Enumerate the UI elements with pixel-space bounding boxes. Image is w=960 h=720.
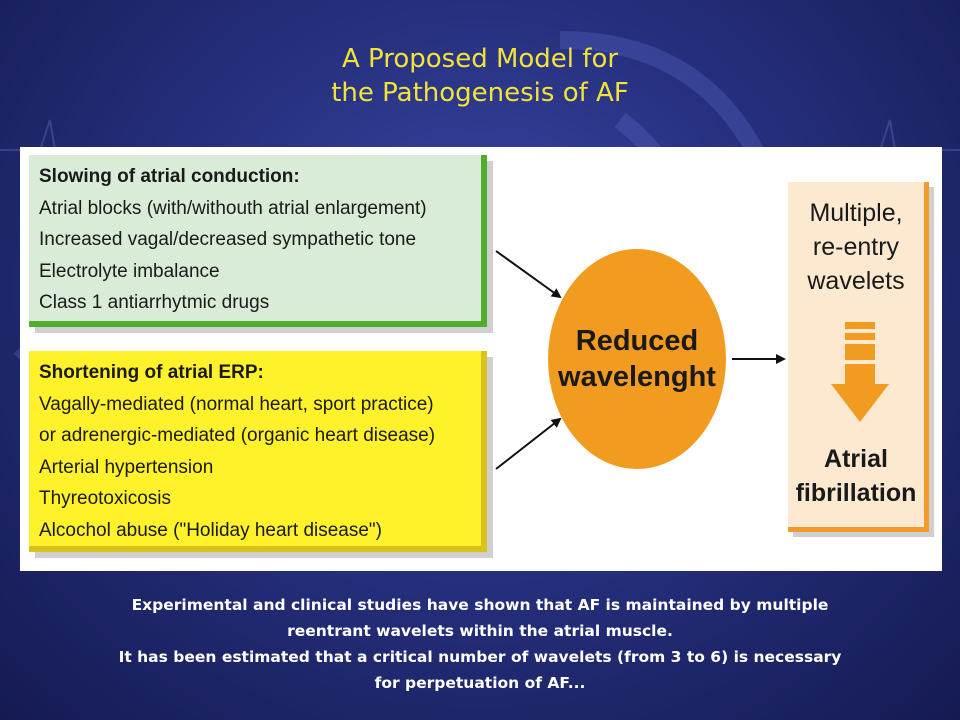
slowing-conduction-heading: Slowing of atrial conduction:	[39, 166, 300, 187]
center-line-1: Reduced	[575, 325, 699, 357]
outcome-box: Multiple, re-entry wavelets Atrial fibri…	[788, 182, 929, 532]
center-line-2: wavelenght	[558, 361, 716, 393]
outcome-bottom-text: Atrial fibrillation	[788, 442, 924, 510]
title-line-1: A Proposed Model for	[341, 44, 619, 74]
slowing-conduction-box: Slowing of atrial conduction: Atrial blo…	[29, 155, 487, 327]
slowing-item: Atrial blocks (with/withouth atrial enla…	[39, 197, 427, 219]
shortening-item: Vagally-mediated (normal heart, sport pr…	[39, 393, 434, 415]
slowing-item: Class 1 antiarrhytmic drugs	[39, 292, 270, 313]
outcome-bottom-line: fibrillation	[795, 479, 917, 507]
diagram-panel: Slowing of atrial conduction: Atrial blo…	[20, 147, 942, 571]
arrow-slowing-to-center	[495, 250, 562, 299]
outcome-top-text: Multiple, re-entry wavelets	[788, 196, 924, 298]
caption-line: reentrant wavelets within the atrial mus…	[287, 622, 673, 640]
outcome-top-line: re-entry	[812, 233, 900, 261]
slowing-item: Increased vagal/decreased sympathetic to…	[39, 229, 417, 250]
down-arrow-icon	[831, 322, 889, 422]
shortening-item: or adrenergic-mediated (organic heart di…	[39, 425, 436, 446]
shortening-erp-box: Shortening of atrial ERP: Vagally-mediat…	[29, 351, 487, 552]
slowing-item: Electrolyte imbalance	[39, 260, 220, 282]
shortening-item: Alcochol abuse ("Holiday heart disease")	[39, 519, 383, 541]
outcome-top-line: wavelets	[807, 267, 905, 295]
caption-line: for perpetuation of AF...	[374, 674, 586, 692]
reduced-wavelength-node: Reduced wavelenght	[548, 249, 726, 469]
caption: Experimental and clinical studies have s…	[40, 592, 920, 696]
title-line-2: the Pathogenesis of AF	[331, 78, 629, 108]
caption-line: It has been estimated that a critical nu…	[118, 648, 842, 666]
arrow-shortening-to-center	[495, 417, 562, 470]
outcome-bottom-line: Atrial	[824, 445, 888, 473]
shortening-erp-heading: Shortening of atrial ERP:	[39, 362, 264, 383]
slide-title: A Proposed Model for the Pathogenesis of…	[0, 42, 960, 110]
shortening-item: Arterial hypertension	[39, 456, 214, 478]
outcome-top-line: Multiple,	[809, 199, 903, 227]
shortening-item: Thyreotoxicosis	[39, 488, 171, 509]
caption-line: Experimental and clinical studies have s…	[131, 596, 829, 614]
